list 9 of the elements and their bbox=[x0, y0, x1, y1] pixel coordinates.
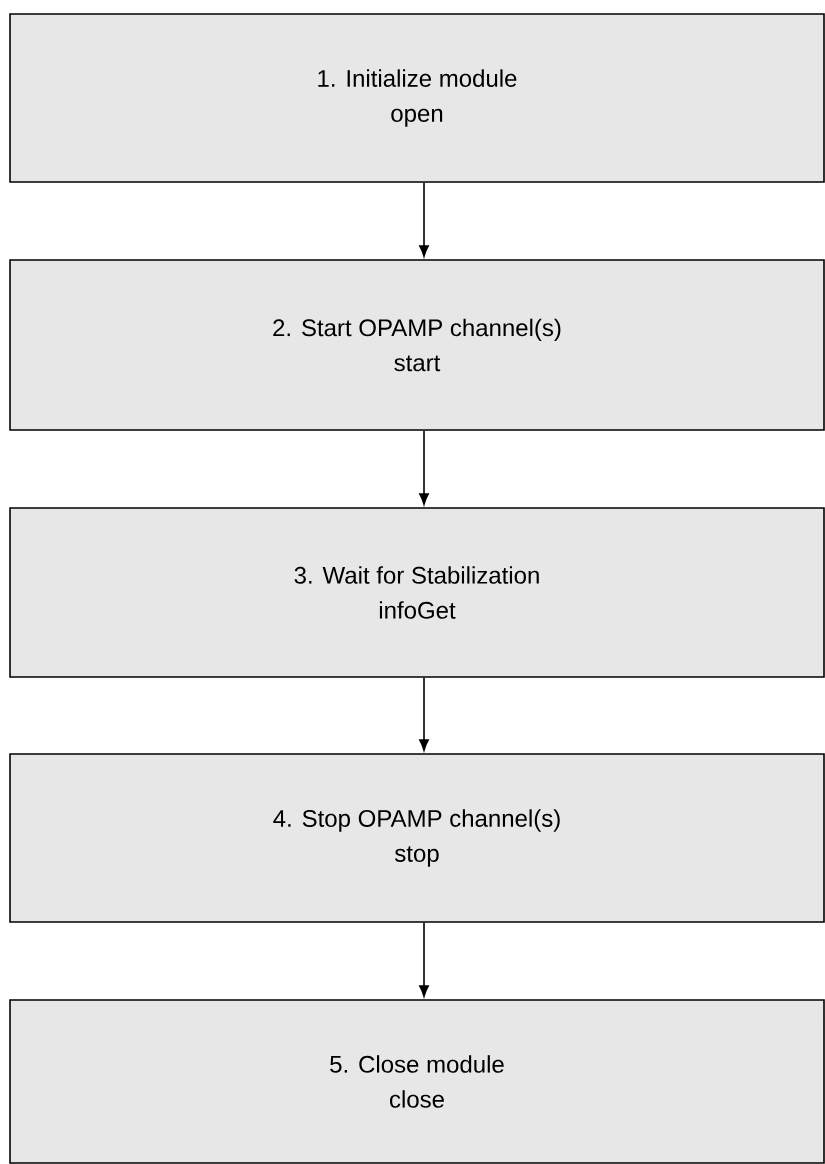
process-box: 2. Start OPAMP channel(s) start bbox=[9, 259, 825, 431]
process-box: 1. Initialize module open bbox=[9, 13, 825, 183]
process-box: 5. Close module close bbox=[9, 999, 825, 1164]
arrow bbox=[419, 922, 429, 997]
arrow bbox=[419, 677, 429, 751]
process-box: 4. Stop OPAMP channel(s) stop bbox=[9, 753, 825, 923]
arrow bbox=[419, 182, 429, 257]
process-box: 3. Wait for Stabilization infoGet bbox=[9, 507, 825, 678]
arrow bbox=[419, 430, 429, 505]
